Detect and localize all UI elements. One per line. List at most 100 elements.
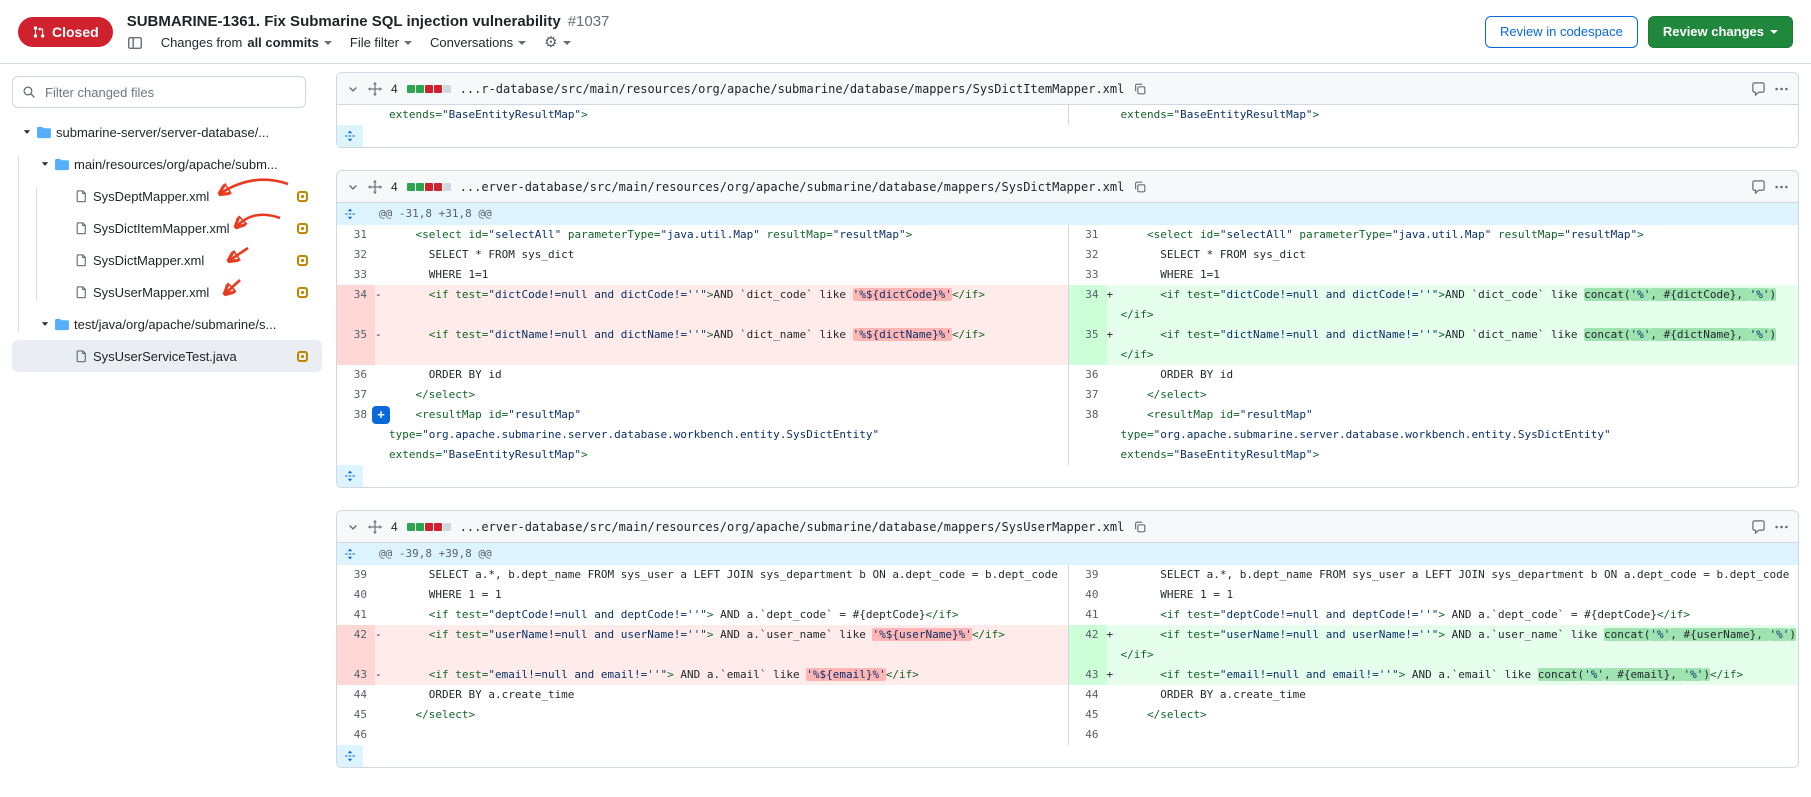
code-line: WHERE 1=1 [389,265,1068,285]
add-comment-button[interactable]: + [372,406,390,424]
line-number[interactable]: 34 [1068,285,1107,325]
code-segment: extends= [389,108,442,121]
expand-unfold-button[interactable] [337,745,363,767]
line-number[interactable]: 41 [353,608,367,621]
line-number[interactable]: 45 [1085,708,1099,721]
comment-icon[interactable] [1751,179,1766,194]
copy-path-icon[interactable] [1133,180,1147,194]
kebab-menu-icon[interactable] [1775,87,1788,91]
line-number[interactable]: 46 [1085,728,1099,741]
code-segment: <if test= [1120,328,1220,341]
review-changes-label: Review changes [1662,24,1764,39]
line-number[interactable]: 33 [1085,268,1099,281]
code-segment: WHERE 1=1 [1120,268,1220,281]
line-number[interactable]: 46 [353,728,367,741]
collapse-file-chevron-icon[interactable] [347,521,359,533]
collapse-file-chevron-icon[interactable] [347,83,359,95]
line-number[interactable]: 31 [1085,228,1099,241]
comment-icon[interactable] [1751,519,1766,534]
tree-file-sysdictitemmapper-xml[interactable]: SysDictItemMapper.xml [12,212,322,244]
code-segment: </select> [389,388,476,401]
tree-file-sysusermapper-xml[interactable]: SysUserMapper.xml [12,276,322,308]
line-number[interactable] [337,105,375,125]
line-number[interactable]: 36 [353,368,367,381]
code-segment: "org.apache.submarine.server.database.wo… [1153,428,1611,441]
comment-icon[interactable] [1751,81,1766,96]
filter-changed-files-input[interactable] [43,83,296,101]
line-number[interactable]: 45 [353,708,367,721]
line-number[interactable]: 38 [353,408,367,421]
title-line: SUBMARINE-1361. Fix Submarine SQL inject… [127,13,1471,30]
diffs-container: 4...r-database/src/main/resources/org/ap… [322,64,1811,797]
copy-path-icon[interactable] [1133,82,1147,96]
code-segment: "dictName!=null and dictName!=''" [1219,328,1439,341]
line-number[interactable]: 37 [1085,388,1099,401]
conversations-dropdown[interactable]: Conversations [430,35,527,50]
review-in-codespace-button[interactable]: Review in codespace [1484,15,1638,48]
line-number[interactable]: 37 [353,388,367,401]
kebab-menu-icon[interactable] [1775,185,1788,189]
line-number[interactable]: 35 [337,325,375,365]
line-number[interactable]: 43 [337,665,375,685]
changes-from-dropdown[interactable]: Changes from all commits [161,35,332,50]
line-number[interactable]: 38 [1085,408,1099,421]
line-number[interactable]: 40 [1085,588,1099,601]
drag-handle-icon[interactable] [368,179,382,194]
kebab-menu-icon[interactable] [1775,525,1788,529]
code-segment: ) [1703,668,1710,681]
tree-item-label: SysDeptMapper.xml [93,188,210,204]
line-number[interactable]: 32 [353,248,367,261]
code-line [1121,725,1799,745]
code-segment: <if test= [1120,628,1220,641]
line-number[interactable]: 34 [337,285,375,325]
line-marker [1107,265,1121,285]
diff-settings-dropdown[interactable]: ⚙ [544,35,571,50]
line-number[interactable]: 32 [1085,248,1099,261]
diff-right-cell: 38 <resultMap id="resultMap"type="org.ap… [1067,405,1798,465]
diff-right-cell: extends="BaseEntityResultMap"> [1067,105,1798,125]
tree-folder-submarine-server-server-database[interactable]: submarine-server/server-database/... [12,116,322,148]
expand-unfold-button[interactable] [337,543,363,565]
line-number[interactable]: 35 [1068,325,1107,365]
tree-file-sysdictmapper-xml[interactable]: SysDictMapper.xml [12,244,322,276]
line-number[interactable]: 31 [353,228,367,241]
collapse-file-chevron-icon[interactable] [347,181,359,193]
tree-guide [36,188,37,300]
line-number[interactable]: 39 [1085,568,1099,581]
line-number[interactable]: 41 [1085,608,1099,621]
review-changes-button[interactable]: Review changes [1647,15,1793,48]
hunk-row: @@ -39,8 +39,8 @@ [337,543,1798,565]
code-segment: > [905,228,913,241]
line-number[interactable] [1069,105,1107,125]
tree-file-sysuserservicetest-java[interactable]: SysUserServiceTest.java [12,340,322,372]
expand-unfold-button[interactable] [337,465,363,487]
file-filter-label: File filter [349,35,399,50]
line-number[interactable]: 36 [1085,368,1099,381]
hunk-header-text: @@ -31,8 +31,8 @@ [379,207,492,220]
code-segment: AND a.`user_name` like [1445,628,1604,641]
tree-folder-test-java-org-apache-submarine-s[interactable]: test/java/org/apache/submarine/s... [12,308,322,340]
drag-handle-icon[interactable] [368,81,382,96]
line-number[interactable]: 42 [337,625,375,665]
tree-folder-main-resources-org-apache-subm[interactable]: main/resources/org/apache/subm... [12,148,322,180]
line-number[interactable]: 43 [1068,665,1107,685]
tree-file-sysdeptmapper-xml[interactable]: SysDeptMapper.xml [12,180,322,212]
file-icon [75,349,88,363]
code-segment: , #{dictCode}, [1650,288,1750,301]
code-segment: "userName!=null and userName!=''" [488,628,707,641]
line-number[interactable]: 44 [353,688,367,701]
line-number[interactable]: 44 [1085,688,1099,701]
code-segment: > [1312,108,1320,121]
sidebar-toggle-icon[interactable] [127,35,143,51]
file-filter-dropdown[interactable]: File filter [350,35,412,50]
line-marker: + [1106,628,1114,641]
line-number[interactable]: 42 [1068,625,1107,665]
expand-unfold-button[interactable] [337,125,363,147]
line-number[interactable]: 33 [353,268,367,281]
line-number[interactable]: 40 [353,588,367,601]
line-number[interactable]: 39 [353,568,367,581]
copy-path-icon[interactable] [1133,520,1147,534]
drag-handle-icon[interactable] [368,519,382,534]
code-segment: WHERE 1 = 1 [1120,588,1234,601]
expand-unfold-button[interactable] [337,203,363,225]
